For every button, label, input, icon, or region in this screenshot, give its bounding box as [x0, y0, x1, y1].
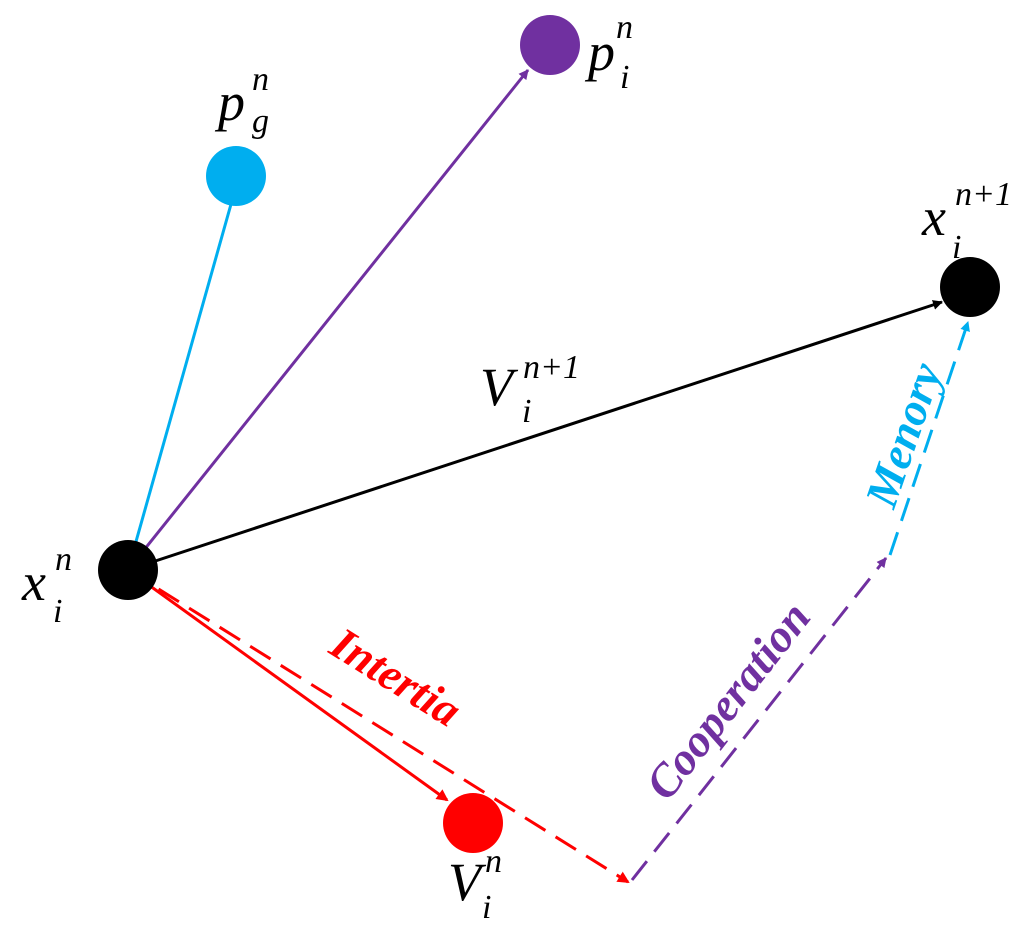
current-position-label: x n i	[21, 541, 76, 630]
arrow-to-global-best	[126, 189, 238, 571]
inertia-dashed-arrow	[127, 568, 630, 884]
cooperation-label: Cooperation	[635, 592, 820, 809]
arrow-to-velocity	[127, 568, 449, 802]
global-best-label: p n g	[214, 61, 273, 140]
velocity-label: V n i	[448, 843, 506, 926]
arrow-to-personal-best	[126, 69, 530, 571]
memory-dashed-arrow	[888, 321, 970, 556]
arrow-new-velocity	[127, 300, 943, 572]
current-position-node	[98, 540, 158, 600]
memory-label: Menory	[855, 356, 952, 514]
next-position-node	[940, 257, 1000, 317]
cooperation-dashed-arrow	[630, 557, 888, 881]
personal-best-label: p n i	[584, 9, 637, 96]
velocity-node	[443, 793, 503, 853]
new-velocity-label: V n+1 i	[480, 349, 584, 430]
personal-best-node	[520, 15, 580, 75]
next-position-label: x n+1 i	[921, 176, 1016, 266]
global-best-node	[206, 146, 266, 206]
inertia-label: Intertia	[321, 617, 470, 737]
